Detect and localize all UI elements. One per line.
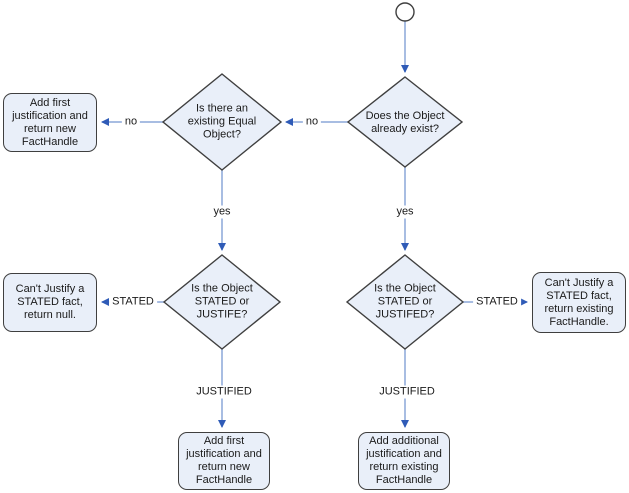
decision-equal-diamond [161,73,283,171]
decision-right-stated-label: Is the Object STATED or JUSTIFED? [374,282,436,321]
start-node [395,2,415,22]
edge-label-no-left: no [121,115,141,129]
edge-label-stated-right: STATED [473,295,521,309]
box-add-first-justification-bottom: Add first justification and return new F… [178,432,270,490]
decision-equal-label: Is there an existing Equal Object? [187,102,257,141]
box-cant-justify-return-null: Can't Justify a STATED fact, return null… [3,273,97,332]
decision-right-stated-diamond [345,254,465,350]
box-add-additional-justification: Add additional justification and return … [358,432,450,490]
box-cant-justify-return-existing: Can't Justify a STATED fact, return exis… [532,272,626,333]
edge-label-no-mid: no [302,115,322,129]
decision-exists-label: Does the Object already exist? [365,110,445,135]
decision-exists-diamond [346,76,464,168]
edge-label-yes-right: yes [393,205,417,219]
box-add-first-justification-top: Add first justification and return new F… [3,93,97,152]
edge-label-stated-left: STATED [109,295,157,309]
edge-label-justified-right: JUSTIFIED [376,385,438,399]
decision-left-stated-label: Is the Object STATED or JUSTIFE? [191,282,253,321]
decision-left-stated-diamond [162,254,282,350]
edge-label-justified-left: JUSTIFIED [193,385,255,399]
edge-label-yes-left: yes [210,205,234,219]
